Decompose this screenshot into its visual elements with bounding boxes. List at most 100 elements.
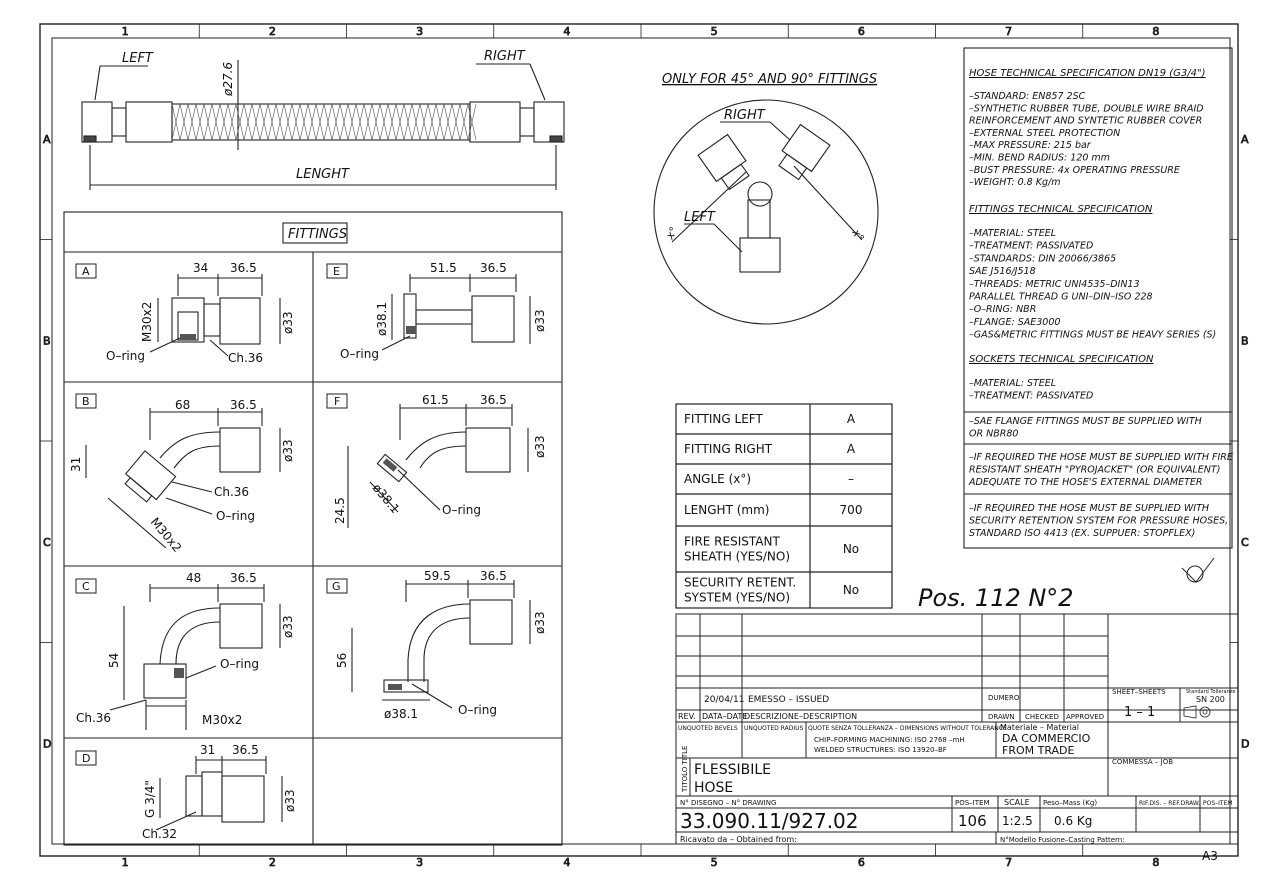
fitting-a-dim2: 36.5 [230,261,257,275]
row-label-right: A [1241,133,1249,146]
mass-header: Peso–Mass (Kg) [1043,799,1097,807]
braid-strand [387,103,397,141]
column-label-bottom: 8 [1152,856,1159,869]
braid-strand [211,103,221,141]
braid-strand [275,103,285,141]
approved-header: APPROVED [1066,713,1104,721]
braid-strand [419,103,429,141]
spec-line: –TREATMENT: PASSIVATED [969,391,1093,402]
column-label-bottom: 2 [269,856,276,869]
rev-header: REV. [678,712,696,721]
material-line-2: FROM TRADE [1002,744,1075,757]
braid-strand [243,103,253,141]
fitting-f-height: 24.5 [333,497,347,524]
fitting-g-oring-label: O–ring [458,703,497,717]
fitting-b-drawing [85,408,281,549]
spec-line: –BUST PRESSURE: 4x OPERATING PRESSURE [969,165,1180,176]
hose-braid [171,103,477,141]
fitting-letter-boxes [75,263,348,766]
casting-pattern: N°Modello Fusione–Casting Pattern: [1000,836,1125,844]
drawing-title-it: FLESSIBILE [694,762,771,778]
hose-length-label: LENGHT [296,167,350,182]
column-label-top: 6 [858,25,865,38]
braid-strand [451,103,461,141]
fitting-e-diameter-1: ø38.1 [375,302,389,336]
config-table-grid [675,403,893,609]
sheet-header: SHEET–SHEETS [1112,688,1166,696]
spec-panel-grid [963,47,1233,549]
column-label-bottom: 4 [563,856,570,869]
fitting-g-diameter: ø33 [533,611,547,634]
column-label-top: 5 [711,25,718,38]
tolerance-bevels: UNQUOTED BEVELS [678,725,738,732]
braid-strand [355,103,365,141]
angle-view-title: ONLY FOR 45° AND 90° FITTINGS [662,72,877,87]
hose-left-label: LEFT [122,51,154,66]
description-header: DESCRIZIONE–DESCRIPTION [744,712,857,721]
fitting-f-letter: F [334,395,340,408]
config-row-label: FITTING LEFT [684,412,763,426]
braid-strand [459,103,469,141]
braid-strand [299,103,309,141]
handwritten-position-note: Pos. 112 N°2 [918,584,1074,612]
fitting-e-dim2: 36.5 [480,261,507,275]
braid-strand [195,103,205,141]
fitting-a-dim1: 34 [193,261,208,275]
braid-strand [203,103,213,141]
spec-line: –MATERIAL: STEEL [969,228,1056,239]
spec-line: –O–RING: NBR [969,304,1036,315]
fitting-b-ch-label: Ch.36 [214,485,249,499]
fitting-e-dim1: 51.5 [430,261,457,275]
braid-strand [307,103,317,141]
fitting-b-oring-label: O–ring [216,509,255,523]
column-label-bottom: 1 [122,856,129,869]
spec-line: SECURITY RETENTION SYSTEM FOR PRESSURE H… [969,516,1228,527]
revision-date: 20/04/11 [704,695,744,705]
config-row-label: SECURITY RETENT. [684,576,796,590]
spec-line: –WEIGHT: 0.8 Kg/m [969,177,1060,188]
spec-line: –THREADS: METRIC UNI4535–DIN13 [969,279,1140,290]
spec-sockets-title: SOCKETS TECHNICAL SPECIFICATION [969,354,1154,365]
spec-line: –SYNTHETIC RUBBER TUBE, DOUBLE WIRE BRAI… [969,103,1204,114]
row-label-left: B [43,334,51,347]
fitting-g-height: 56 [335,653,349,668]
braid-strand [235,103,245,141]
fitting-c-drawing [109,584,281,730]
sheet-format: A3 [1202,849,1218,863]
checked-header: CHECKED [1025,713,1059,721]
braid-strand [371,103,381,141]
row-label-right: C [1241,536,1249,549]
spec-line: –IF REQUIRED THE HOSE MUST BE SUPPLIED W… [969,503,1209,514]
fitting-g-drawing [351,580,531,709]
config-row-label: LENGHT (mm) [684,503,769,517]
fitting-c-oring-label: O–ring [220,657,259,671]
spec-line: –EXTERNAL STEEL PROTECTION [969,128,1120,139]
braid-strand [315,103,325,141]
fitting-a-oring-label: O–ring [106,349,145,363]
braid-strand [379,103,389,141]
fitting-c-ch-label: Ch.36 [76,711,111,725]
column-label-top: 4 [563,25,570,38]
fitting-b-dim2: 36.5 [230,398,257,412]
fittings-title: FITTINGS [288,227,347,242]
fitting-b-height: 31 [69,457,83,472]
fitting-c-dim1: 48 [186,571,201,585]
fitting-c-diameter: ø33 [281,615,295,638]
fitting-d-letter: D [82,752,90,765]
drawn-header: DRAWN [988,713,1015,721]
tolerance-radius: UNQUOTED RADIUS [744,725,804,732]
column-label-top: 7 [1005,25,1012,38]
spec-note-flange: –SAE FLANGE FITTINGS MUST BE SUPPLIED WI… [969,416,1202,440]
fitting-a-oring-mark [180,334,196,340]
fitting-c-letter: C [82,580,90,593]
fitting-g-dim1: 59.5 [424,569,451,583]
braid-strand [427,103,437,141]
standard-header: Standard Tolleranze [1186,689,1235,695]
fitting-d-ch-label: Ch.32 [142,827,177,841]
tolerance-machining: CHIP–FORMING MACHINING: ISO 2768 –mH [814,736,965,744]
fitting-c-thread: M30x2 [202,713,242,727]
spec-sockets-lines: –MATERIAL: STEEL–TREATMENT: PASSIVATED [969,378,1093,402]
spec-line: –STANDARDS: DIN 20066/3865 [969,253,1116,264]
